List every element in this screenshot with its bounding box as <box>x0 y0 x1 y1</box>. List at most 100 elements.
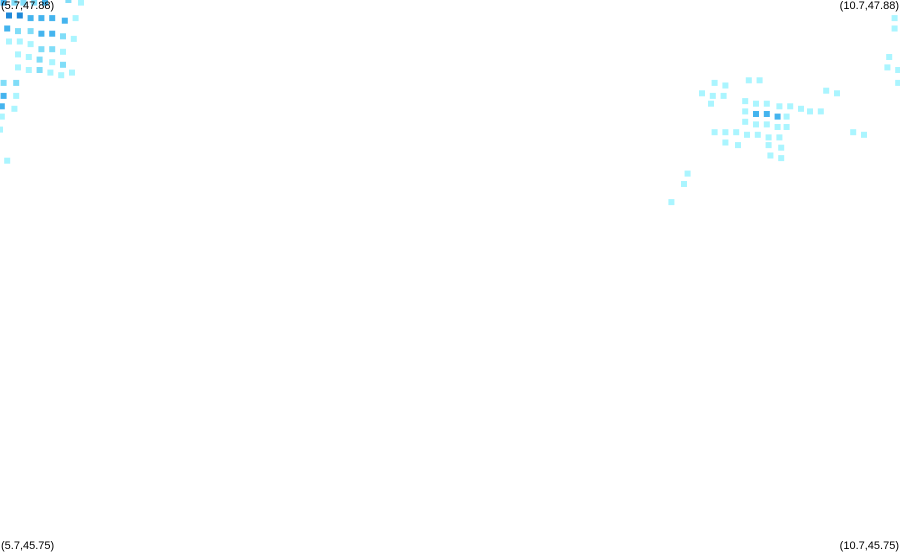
density-cell <box>49 46 56 53</box>
density-cell <box>72 15 79 22</box>
density-cell <box>834 90 840 97</box>
corner-label-bottom-left: (5.7,45.75) <box>1 540 55 552</box>
density-cell <box>60 61 66 68</box>
density-cell <box>776 103 783 110</box>
density-cell <box>744 131 750 138</box>
density-cell <box>709 92 716 99</box>
density-cell <box>16 38 23 45</box>
density-cell <box>61 17 68 24</box>
density-cell <box>36 67 43 73</box>
density-cell <box>774 124 781 130</box>
density-cell <box>15 51 21 58</box>
density-cell <box>681 181 687 187</box>
density-cell <box>49 30 56 37</box>
density-cell <box>850 129 857 136</box>
density-cell <box>25 54 32 60</box>
corner-label-bottom-right: (10.7,45.75) <box>839 540 899 552</box>
density-cell <box>807 108 813 115</box>
density-cell <box>38 15 45 22</box>
density-cell <box>861 131 867 138</box>
density-cell <box>0 79 7 86</box>
density-cell <box>787 103 794 110</box>
density-cell <box>60 33 66 40</box>
density-cell <box>699 90 705 97</box>
density-cell <box>47 69 54 76</box>
density-cell <box>13 92 20 99</box>
density-cell <box>722 129 729 136</box>
density-cell <box>742 98 749 105</box>
density-cell <box>4 157 11 164</box>
density-cell <box>60 48 66 55</box>
density-cell <box>763 111 770 117</box>
density-cell <box>765 142 772 149</box>
density-cell <box>0 92 7 99</box>
density-cell <box>817 108 824 115</box>
density-cell <box>0 0 7 6</box>
density-cell <box>753 100 759 107</box>
density-cell <box>733 129 740 136</box>
density-cell <box>6 12 12 19</box>
density-cell <box>0 103 5 110</box>
density-cell <box>756 77 763 84</box>
density-cell <box>38 30 45 37</box>
density-cell <box>69 69 75 76</box>
density-cell <box>708 100 714 107</box>
density-cell <box>42 0 48 6</box>
density-cell <box>31 0 38 6</box>
density-cell <box>13 79 20 86</box>
density-cell <box>684 170 691 177</box>
density-cell <box>765 134 772 141</box>
density-cell <box>668 199 675 206</box>
density-cell <box>742 118 749 125</box>
density-cell <box>722 82 729 89</box>
density-cell <box>27 15 34 22</box>
density-cell <box>711 129 718 136</box>
density-cell <box>895 67 900 73</box>
density-cell <box>27 28 34 35</box>
density-cell <box>778 144 785 151</box>
density-cell <box>895 79 900 86</box>
density-cell <box>722 139 729 146</box>
density-cell <box>763 100 770 107</box>
density-cell <box>798 105 804 112</box>
density-cell <box>11 105 18 112</box>
density-cell <box>753 121 759 128</box>
density-cell <box>20 0 27 6</box>
density-cell <box>49 59 56 66</box>
density-cell <box>15 64 21 71</box>
density-cell <box>0 113 5 120</box>
density-cell <box>753 111 759 117</box>
density-cell <box>891 25 898 32</box>
density-cell <box>823 87 830 94</box>
density-cell <box>767 152 774 159</box>
density-cell <box>884 64 891 71</box>
density-cell <box>774 113 781 120</box>
density-cell <box>49 15 56 22</box>
density-cell <box>27 41 34 48</box>
density-cell <box>0 126 3 133</box>
density-cell <box>783 124 790 130</box>
density-cell <box>720 92 727 99</box>
density-cell <box>78 0 84 6</box>
density-cell <box>778 155 785 162</box>
corner-label-top-right: (10.7,47.88) <box>839 0 899 12</box>
density-cell <box>745 77 752 84</box>
density-cell <box>886 54 893 60</box>
density-cell <box>16 12 23 19</box>
density-cell <box>25 67 32 73</box>
density-cell <box>742 108 749 115</box>
density-cell <box>783 113 790 120</box>
density-cell <box>15 28 21 35</box>
density-cell <box>735 142 741 149</box>
density-cell <box>763 121 770 128</box>
density-cell <box>38 46 45 53</box>
density-cell <box>65 0 72 3</box>
density-cell <box>711 79 718 86</box>
density-cell <box>58 72 65 79</box>
density-cell <box>11 0 18 6</box>
corner-label-top-left: (5.7,47.88) <box>1 0 55 12</box>
density-cell <box>36 56 43 63</box>
density-cell <box>891 15 898 22</box>
